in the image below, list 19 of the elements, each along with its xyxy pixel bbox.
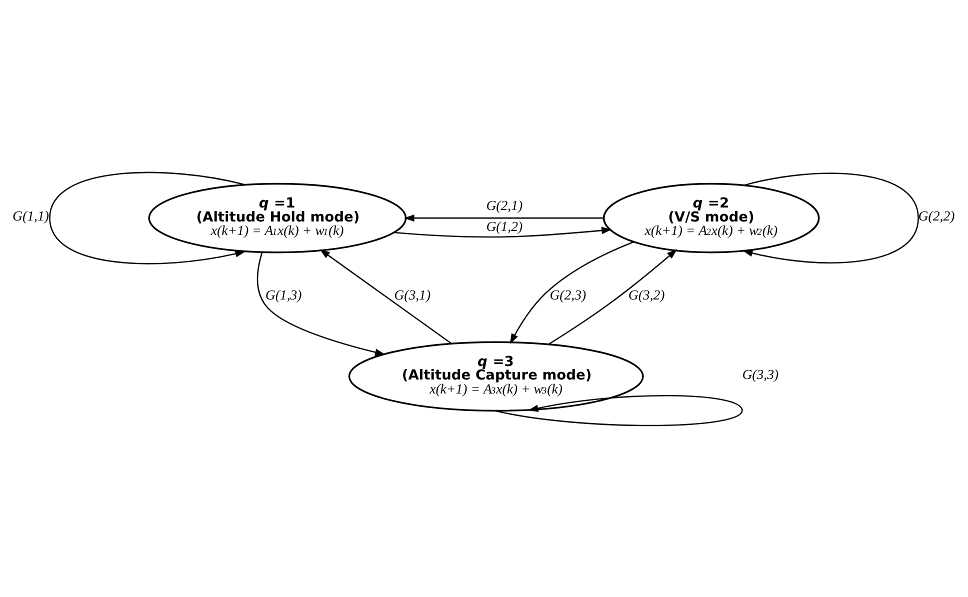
arrow <box>256 252 386 356</box>
edge-label: G(3,3) <box>742 366 779 382</box>
arrow <box>320 248 452 344</box>
edge-label: G(2,2) <box>918 208 955 223</box>
arrow <box>49 171 246 264</box>
edge-label: G(1,1) <box>12 208 49 223</box>
node-ellipse: q =1 (Altitude Hold mode) x(k+1) = A1x(k) + w1(k) <box>148 182 407 253</box>
edge-label: G(3,1) <box>394 287 431 302</box>
arrow <box>510 240 634 344</box>
arrow <box>548 248 678 344</box>
edge-label: G(1,3) <box>265 287 302 302</box>
arrow <box>404 214 604 222</box>
edge-label: G(2,1) <box>486 198 523 213</box>
edge-label: G(2,3) <box>550 287 586 302</box>
edge-label: G(3,2) <box>628 287 665 302</box>
arrow <box>394 226 612 238</box>
edge-label: G(1,2) <box>486 218 523 234</box>
arrow <box>742 172 919 263</box>
node-ellipse: q =2 (V/S mode) x(k+1) = A2x(k) + w2(k) <box>602 182 820 253</box>
